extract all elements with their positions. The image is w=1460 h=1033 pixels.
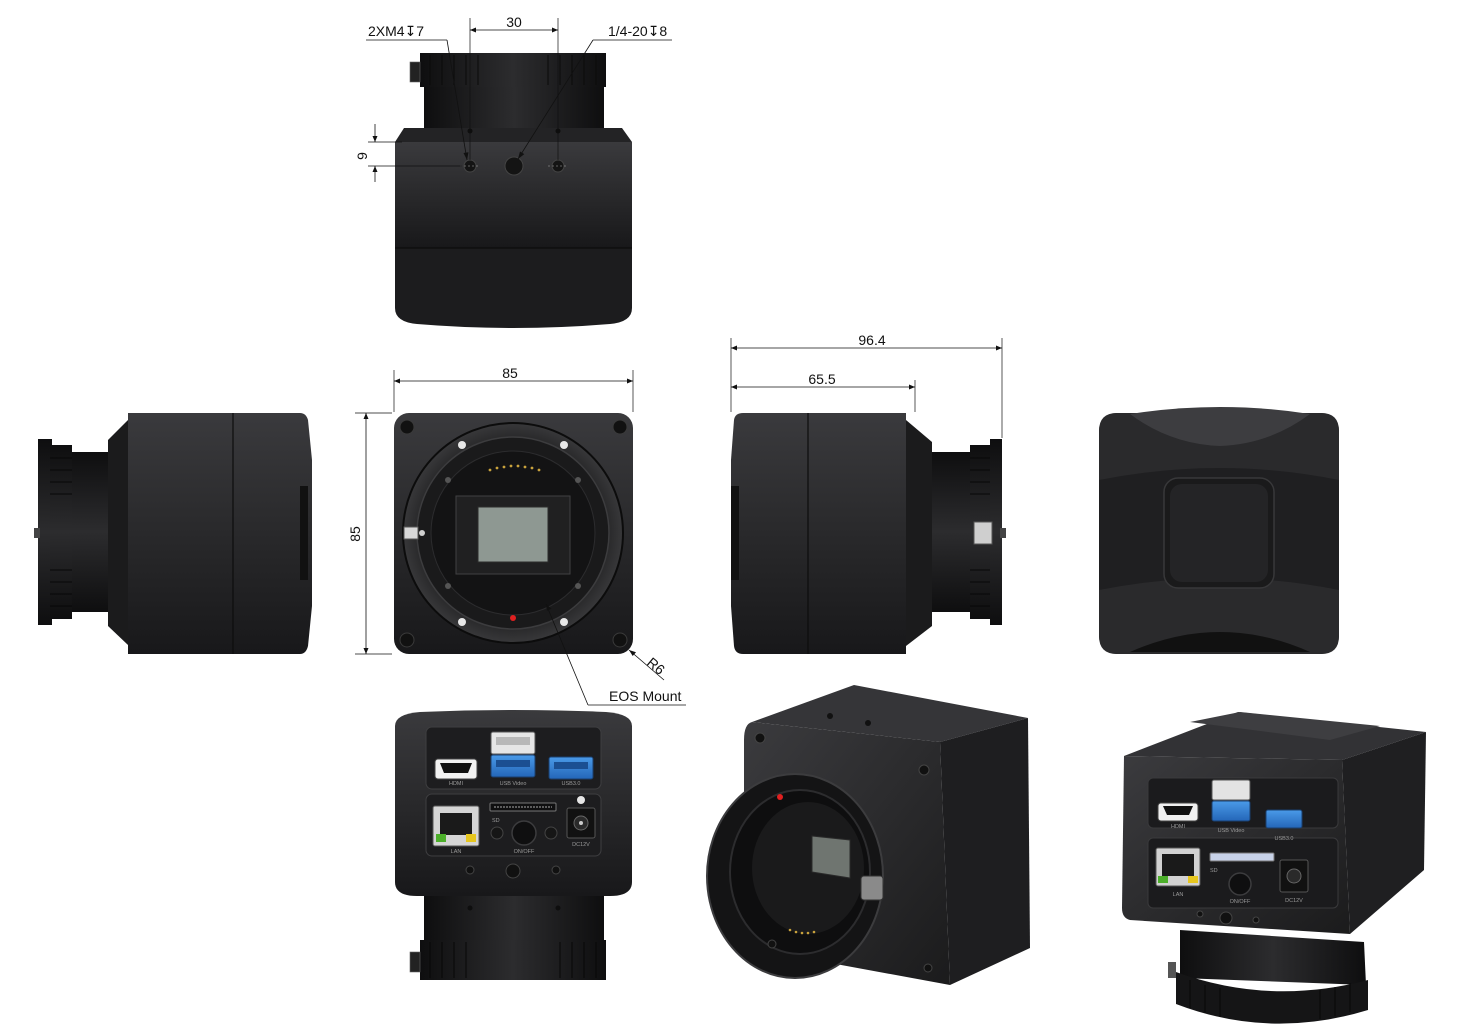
- iso-back-view: HDMI USB Video USB3.0 LAN SD ON/OFF DC12…: [1122, 712, 1426, 1024]
- iso-usb-video-upper: [1211, 779, 1251, 801]
- front-view: [394, 413, 633, 654]
- sd-label: SD: [492, 818, 500, 824]
- eos-mount-label: EOS Mount: [609, 688, 681, 704]
- bottom-view: [1099, 407, 1339, 654]
- top-view: [395, 53, 632, 328]
- dim-front-height: 85: [347, 526, 363, 542]
- dim-top-height: 9: [354, 152, 370, 160]
- usb3-label: USB3.0: [562, 781, 581, 787]
- dim-front-width: 85: [502, 365, 518, 381]
- iso-sd-slot: [1209, 852, 1275, 862]
- lan-label: LAN: [451, 849, 462, 855]
- front-dimensions: 85 85 R6 EOS Mount: [347, 365, 686, 706]
- iso-usb3-port: [1265, 809, 1303, 829]
- iso-usb-video-label: USB Video: [1218, 828, 1245, 834]
- iso-lan-label: LAN: [1173, 892, 1184, 898]
- lens-ring: [420, 53, 606, 87]
- back-panel-view: HDMI USB Video USB3.0 LAN SD ON/OFF DC12…: [395, 710, 632, 980]
- body-top: [395, 142, 632, 248]
- iso-usb3-label: USB3.0: [1275, 836, 1294, 842]
- iso-front-view: [706, 685, 1030, 985]
- iso-sensor: [811, 835, 851, 879]
- body-side: [731, 413, 906, 654]
- dim-depth-body: 65.5: [808, 371, 835, 387]
- image-sensor: [477, 506, 549, 563]
- status-led: [577, 796, 585, 804]
- tripod-hole: [504, 156, 524, 176]
- body-side: [128, 413, 312, 654]
- iso-dc-label: DC12V: [1285, 898, 1303, 904]
- right-side-view: [731, 413, 1006, 654]
- screw-callout: 2XM4↧7: [368, 23, 424, 39]
- left-side-view: [34, 413, 312, 654]
- power-button-label: ON/OFF: [514, 849, 535, 855]
- iso-usb-video-lower: [1211, 800, 1251, 822]
- tripod-callout: 1/4-20↧8: [608, 23, 667, 39]
- mount-index-dot: [510, 615, 516, 621]
- lens-ring: [38, 439, 52, 625]
- power-button[interactable]: [511, 820, 537, 846]
- dc-in-label: DC12V: [572, 842, 590, 848]
- hdmi-label: HDMI: [449, 781, 464, 787]
- iso-hdmi-label: HDMI: [1171, 824, 1186, 830]
- top-dimensions: 30 2XM4↧7 1/4-20↧8 9: [354, 14, 672, 182]
- iso-power-label: ON/OFF: [1230, 899, 1251, 905]
- iso-sd-label: SD: [1210, 868, 1218, 874]
- dim-depth-total: 96.4: [858, 332, 885, 348]
- usb-video-label: USB Video: [500, 781, 527, 787]
- iso-power-button: [1228, 872, 1252, 896]
- corner-radius-label: R6: [644, 654, 668, 678]
- side-dimensions: 96.4 65.5: [730, 332, 1003, 438]
- dim-top-spacing: 30: [506, 14, 522, 30]
